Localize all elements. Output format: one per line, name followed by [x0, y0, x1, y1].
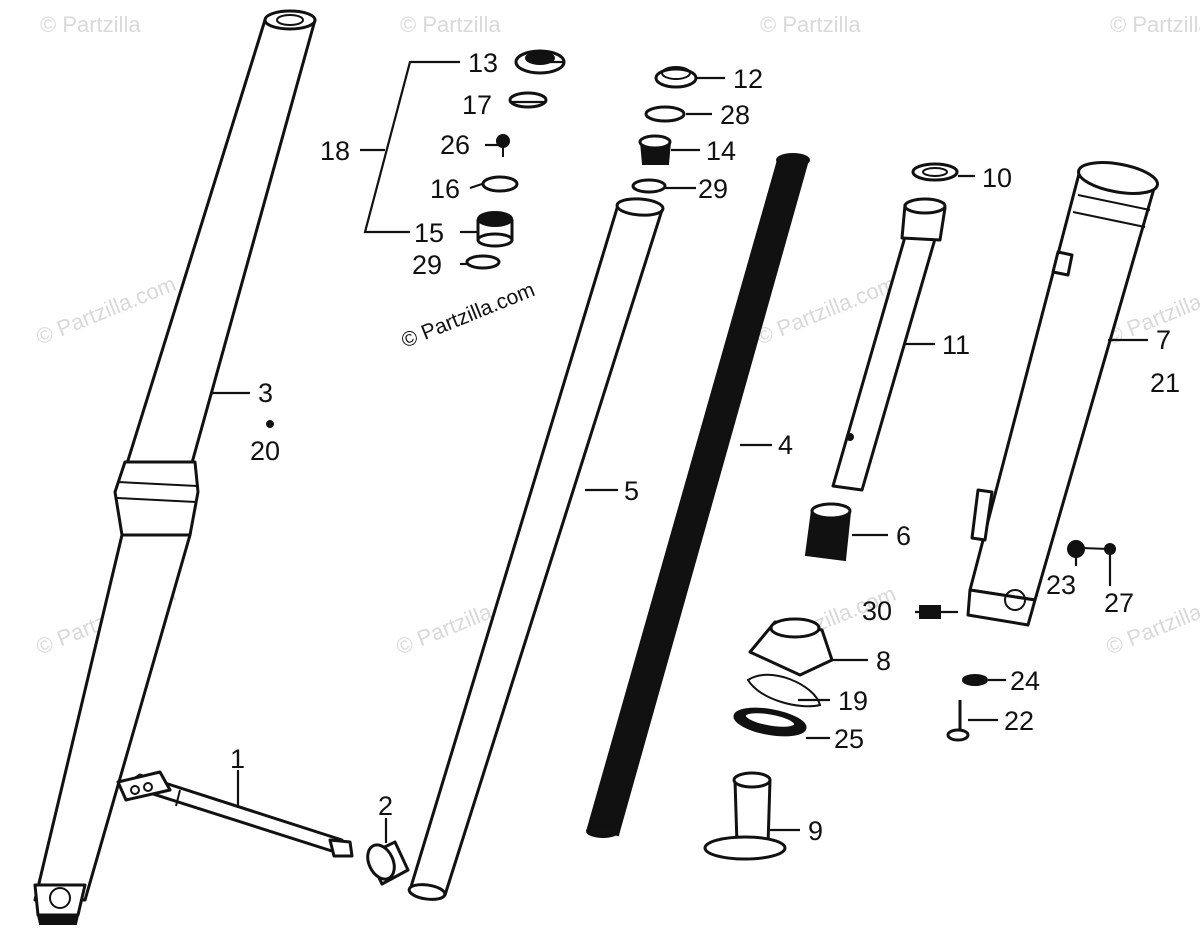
callout-29-right: 29 — [698, 174, 728, 204]
callout-13: 13 — [468, 48, 498, 78]
callout-30: 30 — [862, 596, 892, 626]
copyright-watermark: © Partzilla.com — [398, 278, 538, 352]
part-22-bolt — [946, 700, 970, 742]
part-8-dust-seal — [748, 617, 834, 677]
part-14-piston — [638, 134, 672, 165]
part-7-bottom-case — [966, 161, 1159, 627]
watermark-text: © Partzilla.com — [33, 271, 180, 350]
callout-6: 6 — [896, 521, 911, 551]
callout-5: 5 — [624, 476, 639, 506]
part-29-ring-left — [465, 254, 501, 270]
callout-28: 28 — [720, 100, 750, 130]
part-25-oil-seal — [733, 707, 807, 737]
part-1-axle — [116, 770, 354, 858]
watermark-text: © Partzilla — [760, 12, 861, 37]
part-29-ring-right — [631, 178, 667, 194]
leader-lines — [212, 60, 1148, 843]
part-12-bolt — [654, 66, 698, 89]
callout-26: 26 — [440, 130, 470, 160]
callout-19: 19 — [838, 686, 868, 716]
part-27-bolt — [1081, 543, 1116, 555]
part-28-o-ring — [644, 105, 686, 123]
part-15-valve — [476, 211, 514, 248]
callout-labels: 1 2 3 4 5 6 7 8 9 10 11 12 13 14 15 16 1… — [230, 48, 1180, 846]
callout-27: 27 — [1104, 588, 1134, 618]
callout-18: 18 — [320, 136, 350, 166]
callout-15: 15 — [414, 218, 444, 248]
callout-9: 9 — [808, 816, 823, 846]
callout-8: 8 — [876, 646, 891, 676]
part-24-washer — [962, 674, 988, 686]
watermark-text: © Partzilla — [40, 12, 141, 37]
callout-20: 20 — [250, 436, 280, 466]
callout-1: 1 — [230, 744, 245, 774]
dot-marker — [266, 420, 274, 428]
callout-29-left: 29 — [412, 250, 442, 280]
callout-17: 17 — [462, 90, 492, 120]
callout-11: 11 — [942, 330, 970, 360]
part-9-oil-lock-piece — [703, 771, 787, 861]
callout-12: 12 — [733, 64, 763, 94]
callout-14: 14 — [706, 136, 736, 166]
part-16-ring — [481, 175, 519, 193]
part-23-washer — [1067, 540, 1085, 558]
part-11-damper-rod — [831, 197, 947, 492]
callout-7: 7 — [1156, 325, 1171, 355]
part-5-fork-tube — [407, 197, 665, 901]
callout-22: 22 — [1004, 706, 1034, 736]
part-4-fork-spring — [586, 153, 810, 838]
watermark-text: © Partzilla — [1110, 12, 1200, 37]
callout-2: 2 — [378, 791, 393, 821]
callout-16: 16 — [430, 174, 460, 204]
part-3-fork-pipe — [33, 9, 317, 925]
callout-25: 25 — [834, 724, 864, 754]
part-19-clip — [746, 673, 822, 708]
watermark-text: © Partzilla — [400, 12, 501, 37]
callout-3: 3 — [258, 378, 273, 408]
callout-24: 24 — [1010, 666, 1040, 696]
part-2-collar — [366, 840, 410, 886]
part-10-seat — [911, 162, 959, 182]
callout-10: 10 — [982, 163, 1012, 193]
part-6-rebound-spring — [804, 502, 852, 562]
part-17-o-ring — [508, 91, 548, 109]
callout-4: 4 — [778, 430, 793, 460]
callout-23: 23 — [1046, 570, 1076, 600]
callout-21: 21 — [1150, 368, 1180, 398]
